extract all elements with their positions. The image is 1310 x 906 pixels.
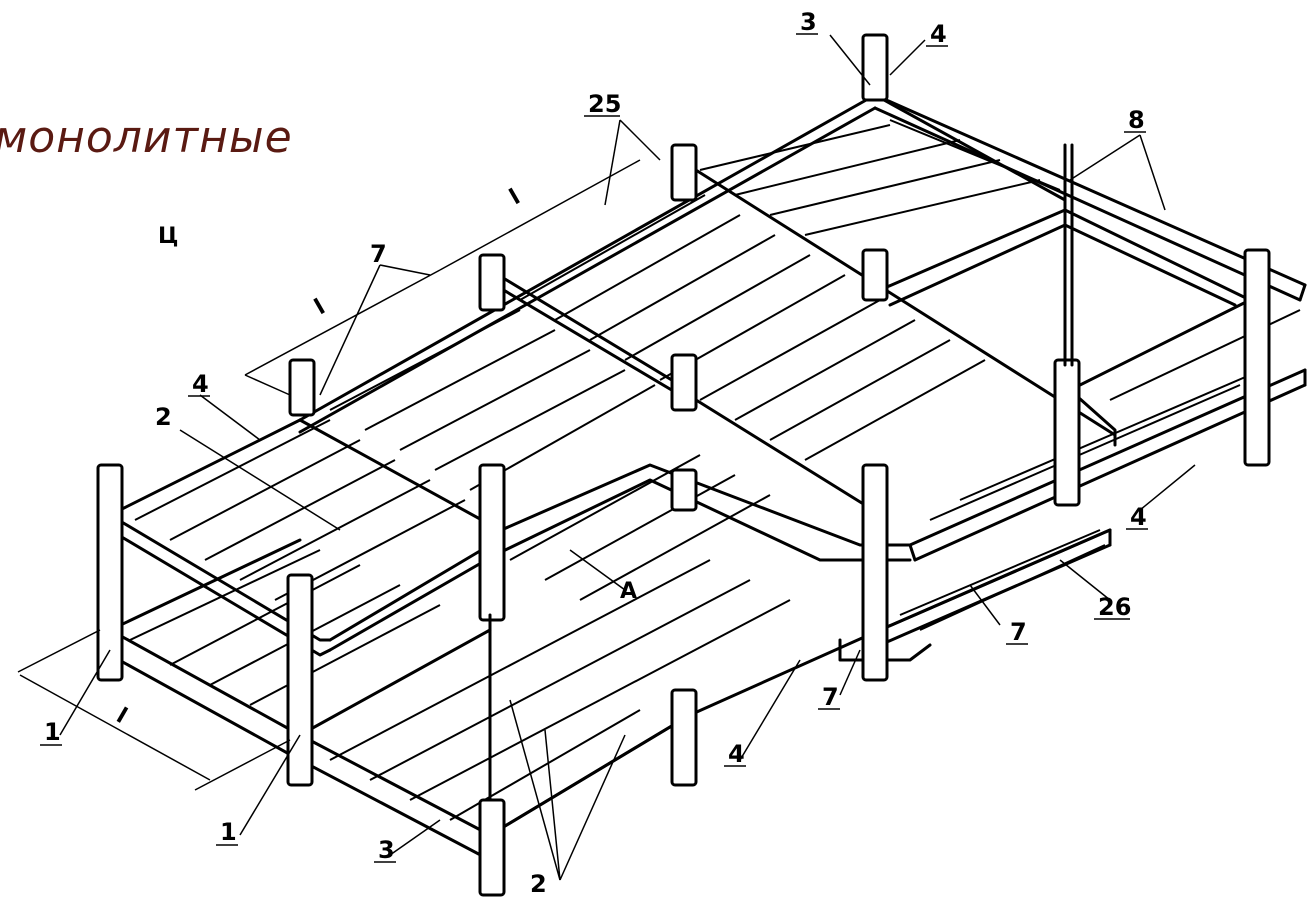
callout-2-top: 2 xyxy=(155,403,172,431)
callout-4-top: 4 xyxy=(930,20,947,48)
callout-8: 8 xyxy=(1128,106,1145,134)
dimension-l-top: l xyxy=(506,185,525,210)
columns xyxy=(96,33,1271,897)
upper-slab xyxy=(108,93,1307,657)
callout-7-right: 7 xyxy=(1010,618,1027,646)
callout-4-right: 4 xyxy=(1130,503,1147,531)
callout-labels: 1 1 2 2 3 3 4 4 4 4 7 7 7 8 25 26 А Ц l … xyxy=(44,8,1147,898)
callout-26: 26 xyxy=(1098,593,1131,621)
callout-7-top: 7 xyxy=(370,240,387,268)
callout-4-bottom: 4 xyxy=(728,740,745,768)
dimension-l-bottom: l xyxy=(112,704,131,729)
callout-25: 25 xyxy=(588,90,621,118)
dimension-l-middle: l xyxy=(311,295,330,320)
callout-underlines xyxy=(40,33,1148,863)
callout-3-top: 3 xyxy=(800,8,817,36)
callout-1-bottom: 1 xyxy=(220,818,237,846)
leader-lines xyxy=(17,34,1196,881)
slide-title: монолитные xyxy=(0,112,293,163)
callout-1-left: 1 xyxy=(44,718,61,746)
callout-a: А xyxy=(620,579,637,604)
callout-3-bottom: 3 xyxy=(378,836,395,864)
callout-2-bottom: 2 xyxy=(530,870,547,898)
callout-7-bottom: 7 xyxy=(822,683,839,711)
callout-4-left: 4 xyxy=(192,370,209,398)
fragment-label: Ц xyxy=(158,224,178,249)
